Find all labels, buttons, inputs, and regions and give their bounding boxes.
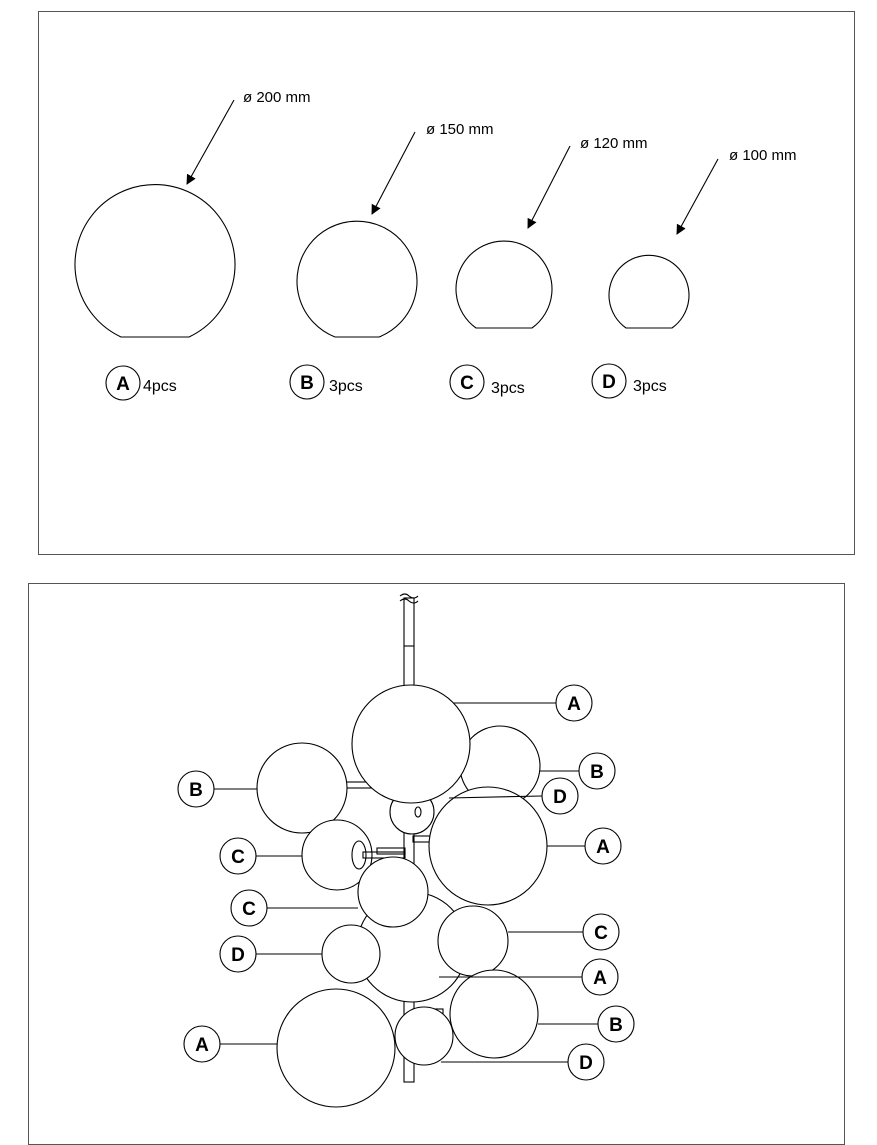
globe-b-outline bbox=[296, 220, 418, 338]
callout-b-right-lower: B bbox=[597, 1005, 635, 1043]
callout-a-right-lower: A bbox=[581, 958, 619, 996]
assembly-diagram-panel: A B D B A C C C bbox=[28, 583, 845, 1145]
callout-label: D bbox=[579, 1053, 593, 1074]
globe-d-quantity: 3pcs bbox=[633, 378, 667, 395]
callout-leaders bbox=[214, 702, 598, 1063]
callout-c-left-middle: C bbox=[230, 889, 268, 927]
globe-d-outline bbox=[608, 254, 690, 329]
callout-d-right: D bbox=[541, 777, 579, 815]
label-circle-c bbox=[449, 364, 485, 400]
globe-b bbox=[449, 969, 539, 1059]
globe-d-diameter: ø 100 mm bbox=[729, 147, 797, 164]
label-circle-d bbox=[591, 363, 627, 399]
globe-a-quantity: 4pcs bbox=[143, 378, 177, 395]
globe-c-arrow bbox=[527, 145, 571, 229]
rod-break-mark bbox=[399, 593, 419, 604]
globe-b-quantity: 3pcs bbox=[329, 378, 363, 395]
callout-label: D bbox=[231, 945, 245, 966]
assembly-drawing: A B D B A C C C bbox=[177, 593, 635, 1108]
callout-c-left-upper: C bbox=[219, 837, 257, 875]
callout-label: B bbox=[189, 780, 203, 801]
globe-b bbox=[256, 742, 348, 834]
callout-label: B bbox=[590, 762, 604, 783]
callout-label: C bbox=[231, 847, 245, 868]
globe-a bbox=[428, 786, 548, 906]
callout-c-right: C bbox=[582, 913, 620, 951]
callout-d-left: D bbox=[219, 935, 257, 973]
callout-label: B bbox=[609, 1015, 623, 1036]
globe-b-arrow bbox=[371, 131, 416, 215]
globe-c bbox=[301, 819, 373, 891]
label-d: D bbox=[602, 372, 616, 393]
globe-a bbox=[276, 988, 396, 1108]
globe-c-outline bbox=[455, 240, 553, 329]
callout-a-top: A bbox=[555, 684, 593, 722]
globe-d bbox=[321, 924, 381, 984]
callout-label: C bbox=[242, 899, 256, 920]
globe-c bbox=[437, 905, 509, 977]
callout-label: A bbox=[596, 837, 610, 858]
globe-d bbox=[394, 1006, 454, 1066]
callout-label: A bbox=[593, 968, 607, 989]
callout-b-right: B bbox=[578, 752, 616, 790]
globe-b-diameter: ø 150 mm bbox=[426, 121, 494, 138]
label-a: A bbox=[116, 374, 130, 395]
globe-c-inner bbox=[351, 840, 367, 870]
globe-d-inner bbox=[414, 806, 422, 818]
callout-label: A bbox=[567, 694, 581, 715]
callout-label: C bbox=[594, 923, 608, 944]
label-b: B bbox=[300, 373, 314, 394]
globe-sizes-drawing: ø 200 mm A 4pcs ø 150 mm B 3pcs ø 120 mm… bbox=[74, 89, 797, 401]
globe-c-quantity: 3pcs bbox=[491, 380, 525, 397]
globe-c bbox=[357, 856, 429, 928]
globe-a-arrow bbox=[186, 99, 235, 185]
callout-b-left: B bbox=[177, 770, 215, 808]
callout-label: D bbox=[553, 787, 567, 808]
globe-a-diameter: ø 200 mm bbox=[243, 89, 311, 106]
label-circle-b bbox=[289, 364, 325, 400]
callout-a-left: A bbox=[183, 1025, 221, 1063]
globe-a-outline bbox=[74, 184, 236, 338]
central-rod bbox=[403, 597, 415, 1083]
globe-c-diameter: ø 120 mm bbox=[580, 135, 648, 152]
callout-a-right: A bbox=[584, 827, 622, 865]
globe-a bbox=[351, 684, 471, 804]
globe-d-arrow bbox=[676, 158, 719, 235]
label-circle-a bbox=[105, 365, 141, 401]
callout-d-right-lower: D bbox=[567, 1043, 605, 1081]
globe-sizes-panel: ø 200 mm A 4pcs ø 150 mm B 3pcs ø 120 mm… bbox=[38, 11, 855, 555]
label-c: C bbox=[460, 373, 474, 394]
callout-label: A bbox=[195, 1035, 209, 1056]
